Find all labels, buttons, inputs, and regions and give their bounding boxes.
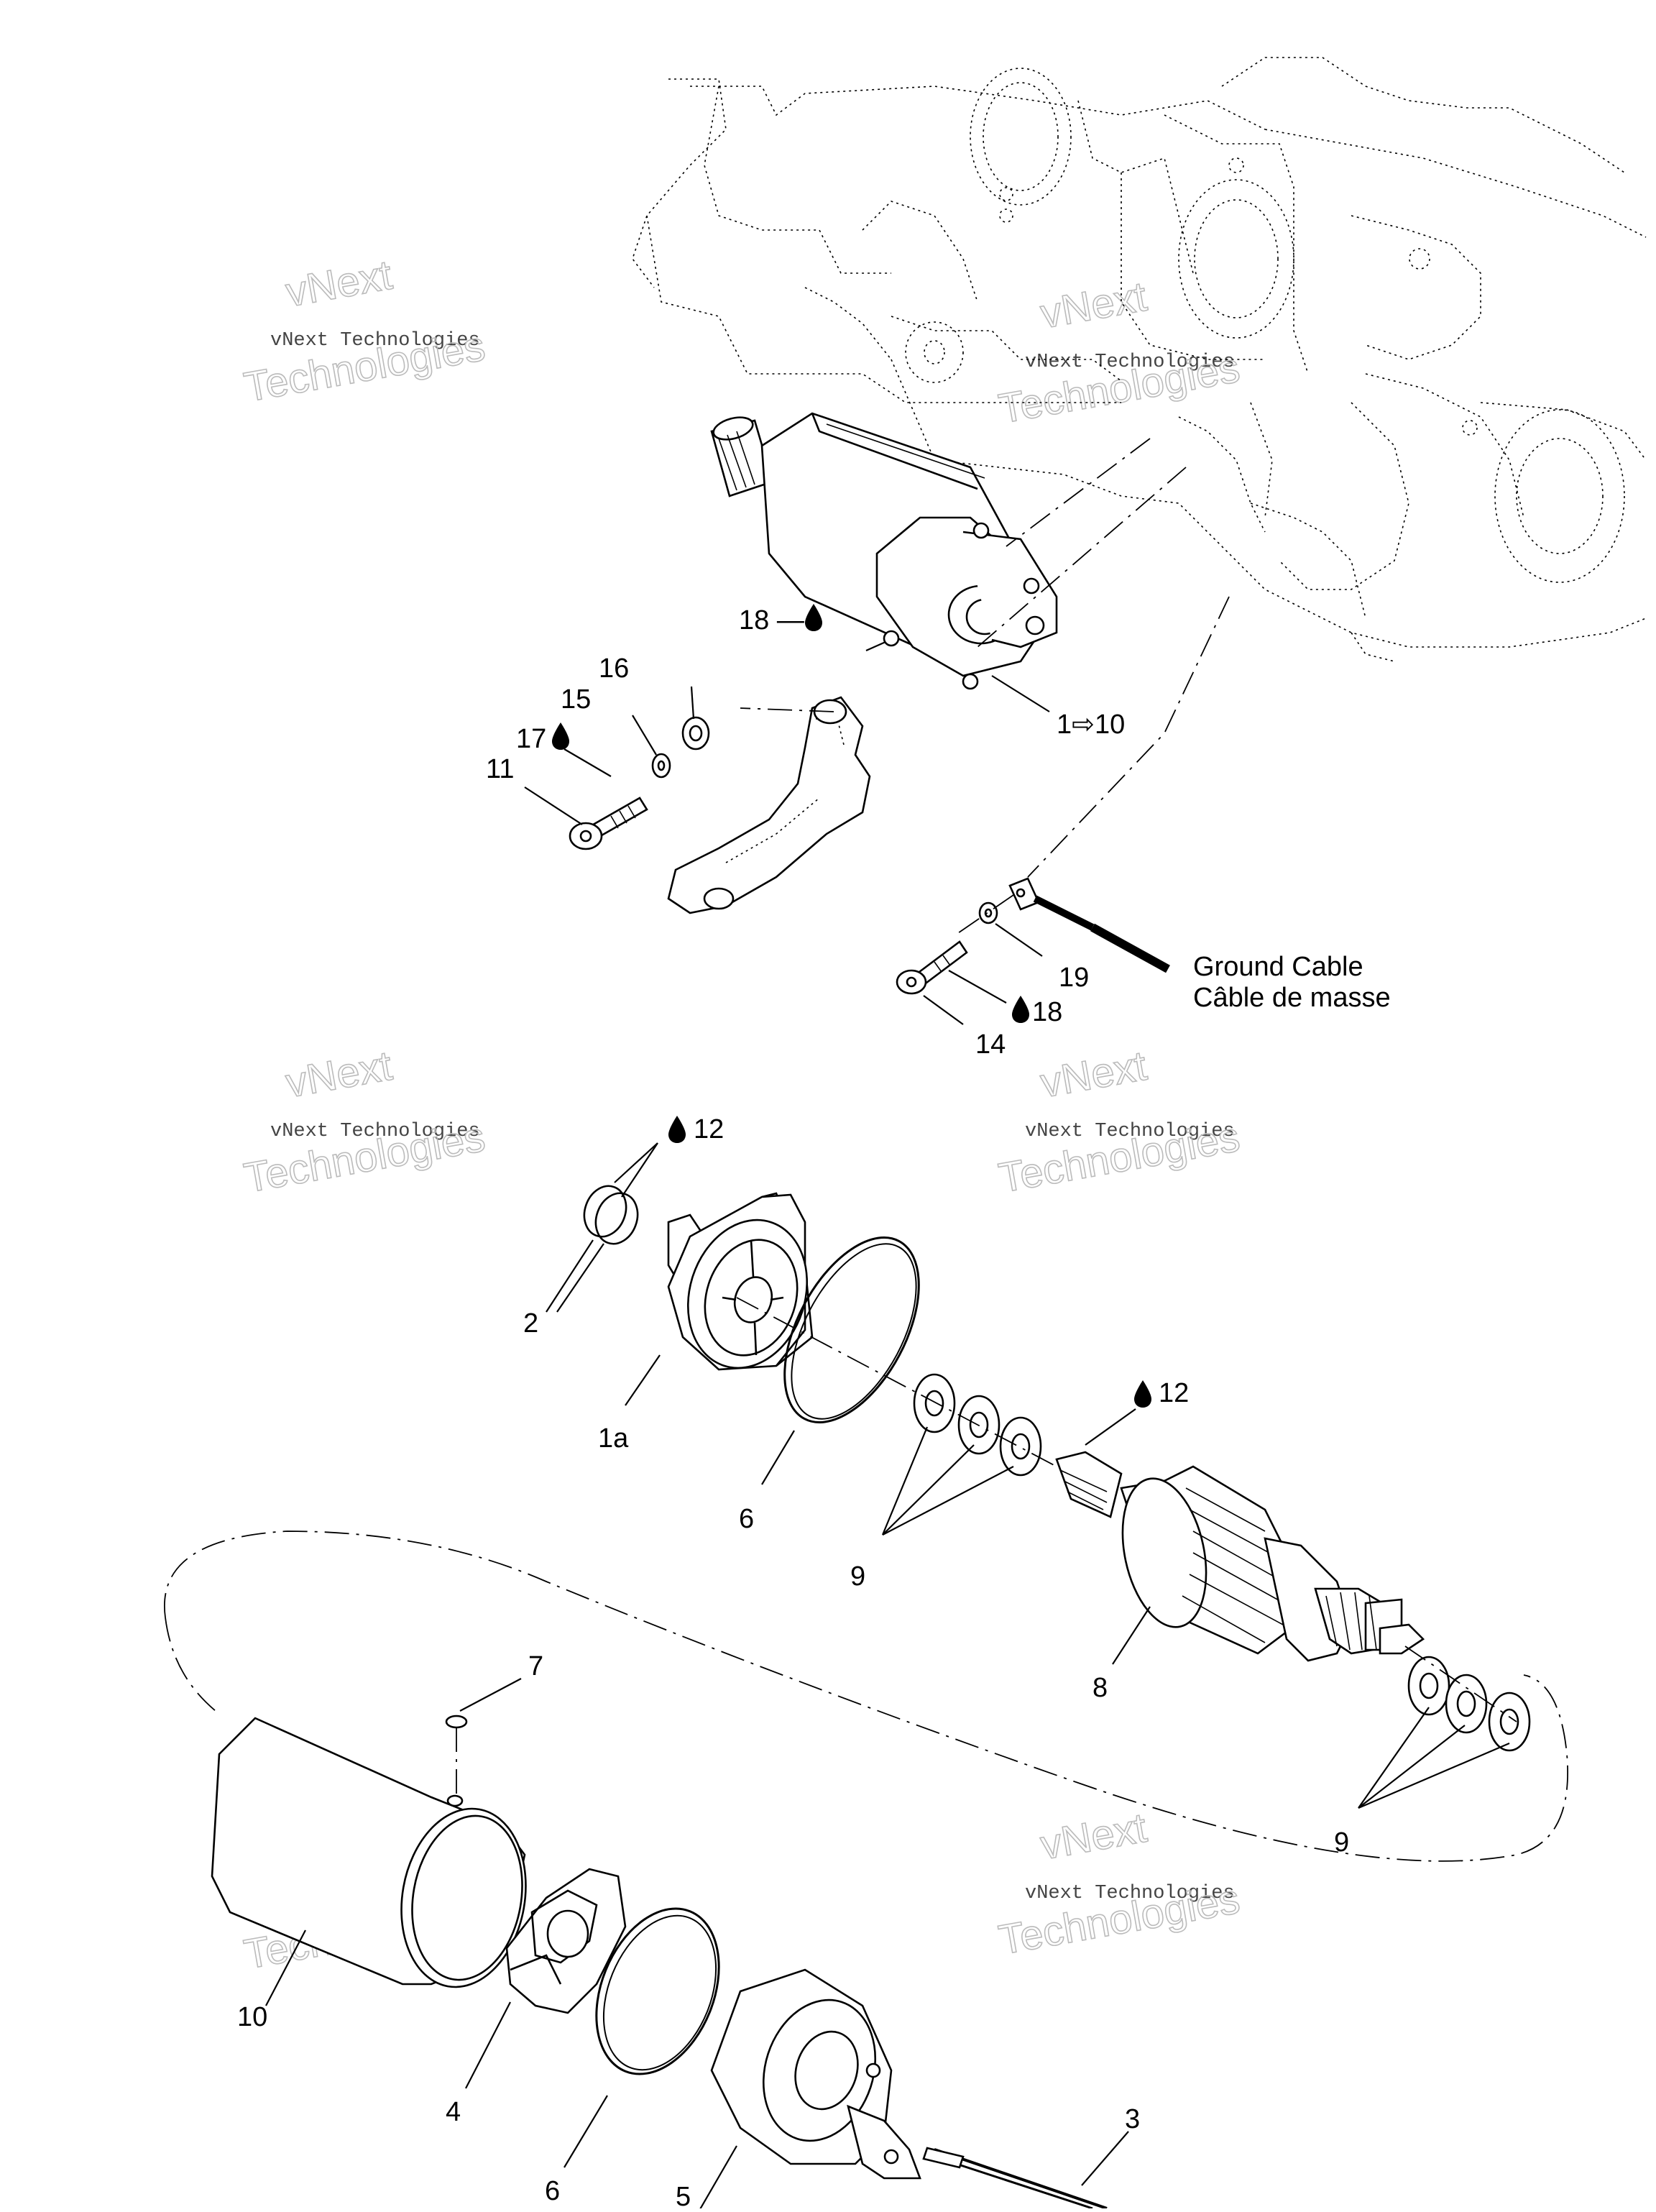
callout-5: 5 <box>676 2182 691 2208</box>
callout-2: 2 <box>523 1308 538 1339</box>
callout-12-top: 12 <box>694 1114 724 1144</box>
drop-icon <box>805 604 822 631</box>
o-rings-2 <box>583 1185 639 1245</box>
bolt-14 <box>896 940 968 995</box>
svg-text:vNext: vNext <box>1037 273 1150 338</box>
callout-14: 14 <box>975 1029 1006 1060</box>
commutator-end-housing-5 <box>710 1968 921 2180</box>
ground-cable-label-en: Ground Cable <box>1193 952 1363 982</box>
callout-19: 19 <box>1059 963 1089 993</box>
brush-holder-4 <box>505 1868 627 2014</box>
assembly-lines-bottom <box>164 1297 1568 1862</box>
callout-4: 4 <box>446 2097 461 2127</box>
drop-icon <box>668 1116 686 1143</box>
o-ring-6a <box>783 1236 920 1424</box>
callout-12-middle: 12 <box>1159 1378 1189 1408</box>
callout-15: 15 <box>561 684 591 715</box>
svg-text:vNext: vNext <box>282 1042 395 1107</box>
engine-block-phantom <box>632 57 1647 662</box>
callout-18-top: 18 — <box>739 605 804 635</box>
drop-icon <box>552 722 569 750</box>
callout-6-lower: 6 <box>545 2176 560 2206</box>
svg-text:vNext Technologies: vNext Technologies <box>1025 1121 1235 1142</box>
callout-18-bottom: 18 <box>1032 997 1062 1027</box>
callout-labels: 18 — 1⇨10 16 15 17 11 19 18 14 12 2 1a 6… <box>237 605 1391 2212</box>
callout-7: 7 <box>528 1651 543 1681</box>
lock-washer-16 <box>681 716 710 751</box>
svg-text:vNext Technologies: vNext Technologies <box>1025 1883 1235 1904</box>
drop-icon <box>1012 996 1029 1023</box>
svg-text:vNext: vNext <box>1037 1804 1150 1869</box>
washer-15 <box>651 753 671 779</box>
leader-lines <box>265 675 1510 2212</box>
watermark-4: vNext vNext Technologies Technologies <box>995 1042 1243 1202</box>
watermark-1: vNext vNext Technologies Technologies <box>240 251 489 411</box>
svg-text:vNext Technologies: vNext Technologies <box>1025 352 1235 373</box>
svg-text:vNext: vNext <box>1037 1042 1150 1107</box>
callout-1a: 1a <box>598 1423 629 1454</box>
callout-9-upper: 9 <box>850 1561 865 1592</box>
starter-motor-assembly <box>710 412 1058 690</box>
callout-6-upper: 6 <box>739 1504 754 1534</box>
armature-8 <box>1055 1451 1425 1662</box>
bolt-11 <box>569 797 648 850</box>
callout-3: 3 <box>1125 2104 1140 2134</box>
callout-9-lower: 9 <box>1334 1827 1349 1858</box>
callout-17: 17 <box>516 724 546 754</box>
ground-cable-assembly <box>978 877 1170 973</box>
svg-text:vNext Technologies: vNext Technologies <box>270 1121 480 1142</box>
callout-1-to-10: 1⇨10 <box>1057 710 1125 740</box>
callout-11: 11 <box>486 754 514 784</box>
through-bolt-3 <box>922 2147 1108 2210</box>
drop-icon <box>1134 1380 1151 1408</box>
callout-16: 16 <box>599 653 629 684</box>
watermark-group: vNext vNext Technologies Technologies vN… <box>240 251 1243 1978</box>
washers-9b <box>1407 1656 1531 1752</box>
drive-end-housing-1a <box>667 1192 814 1371</box>
svg-text:vNext Technologies: vNext Technologies <box>270 330 480 352</box>
washer-7 <box>445 1715 468 1729</box>
callout-10: 10 <box>237 2002 267 2032</box>
watermark-2: vNext vNext Technologies Technologies <box>995 272 1243 433</box>
yoke-10 <box>211 1717 527 1988</box>
watermark-6: vNext vNext Technologies Technologies <box>995 1804 1243 1964</box>
o-ring-6b <box>595 1907 720 2075</box>
callout-8: 8 <box>1092 1673 1108 1703</box>
ground-cable-label-fr: Câble de masse <box>1193 983 1391 1013</box>
svg-text:vNext: vNext <box>282 252 395 316</box>
assembly-lines-top <box>740 438 1230 935</box>
drop-icons <box>552 604 1151 1408</box>
watermark-3: vNext vNext Technologies Technologies <box>240 1042 489 1202</box>
